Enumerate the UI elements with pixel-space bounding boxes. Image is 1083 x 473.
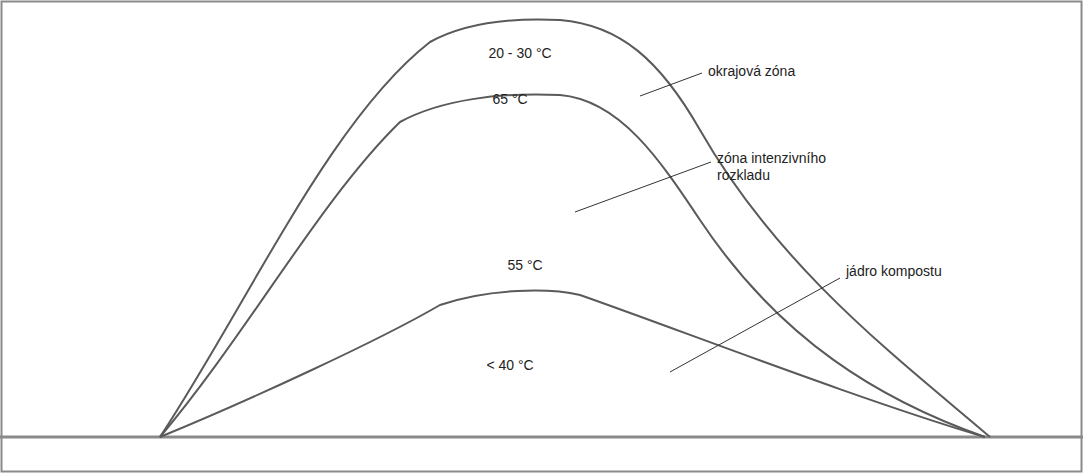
core-curve [160, 291, 985, 437]
temperature-label: < 40 °C [486, 357, 533, 374]
leader-line [575, 162, 711, 212]
zone-label: jádro kompostu [846, 263, 942, 280]
leader-line [640, 73, 702, 96]
temperature-label: 65 °C [492, 91, 527, 108]
middle-curve [160, 94, 985, 437]
outer-curve [160, 19, 990, 437]
leader-line [670, 278, 840, 372]
zone-label: okrajová zóna [708, 63, 795, 80]
zone-label: zóna intenzivního rozkladu [717, 150, 867, 184]
temperature-label: 20 - 30 °C [488, 45, 551, 62]
temperature-label: 55 °C [507, 257, 542, 274]
